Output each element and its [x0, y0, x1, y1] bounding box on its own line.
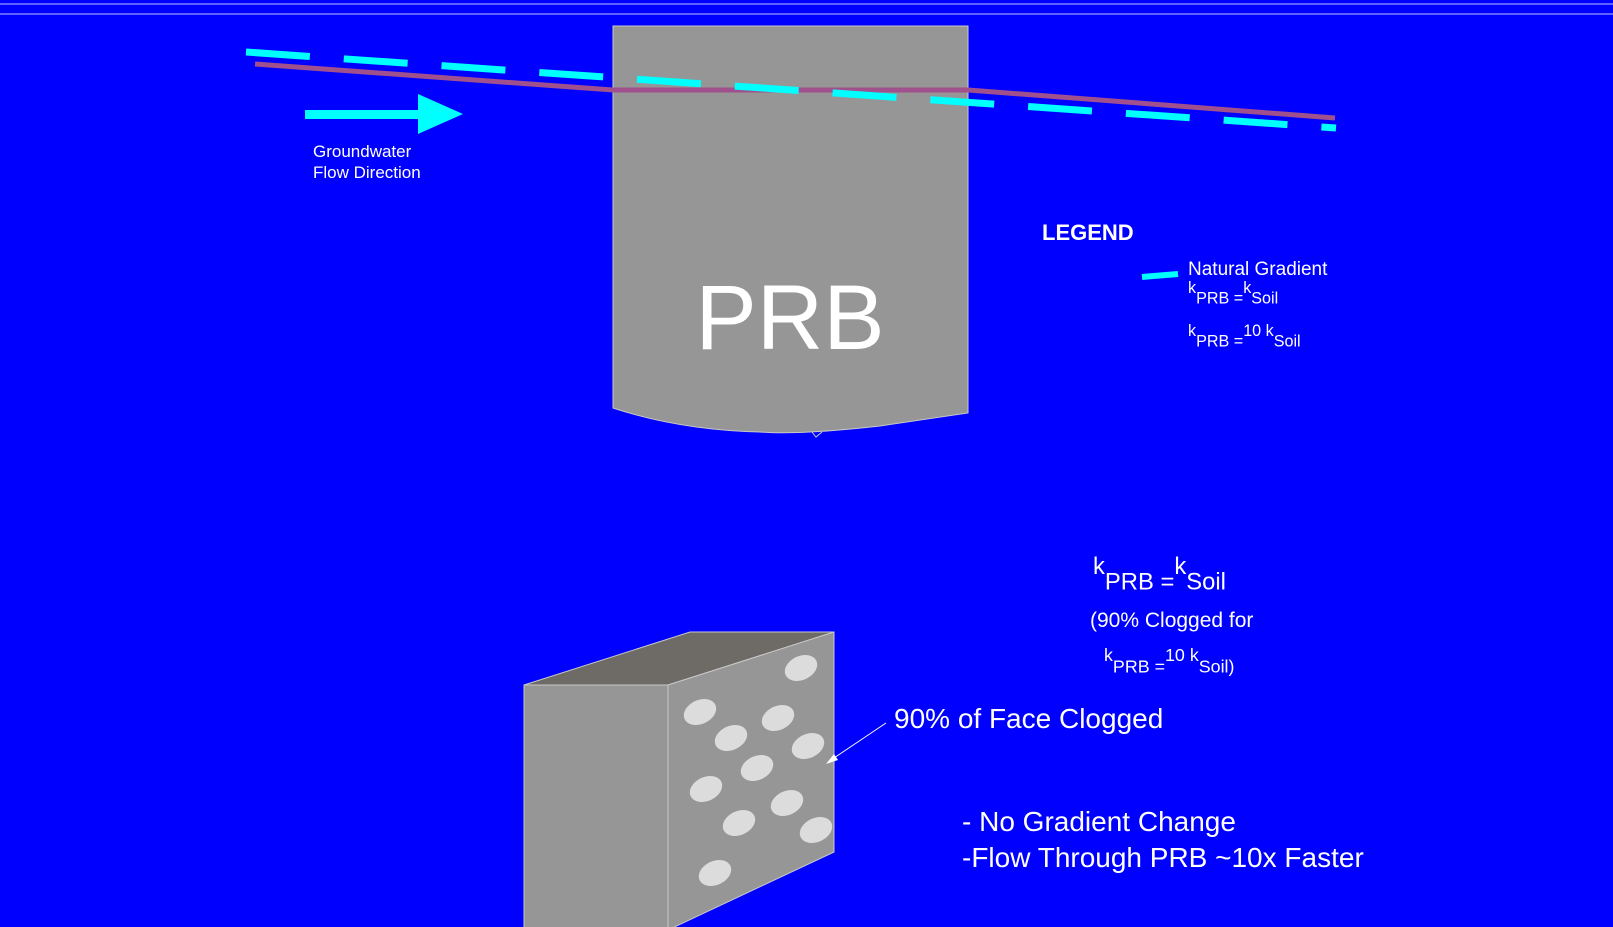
eq-k: k — [1093, 553, 1105, 580]
clog-condition-note: (90% Clogged for kPRB =10 kSoil) — [1090, 604, 1253, 684]
legend-natural-equation: kPRB =kSoil — [1188, 279, 1327, 308]
pore — [784, 654, 818, 682]
eq-sub: Soil — [1251, 289, 1279, 308]
eq-sub: Soil) — [1198, 656, 1235, 677]
eq-sub: PRB = — [1112, 656, 1165, 677]
conclusion-bullets: - No Gradient Change -Flow Through PRB ~… — [962, 804, 1364, 876]
bullet-item: -Flow Through PRB ~10x Faster — [962, 842, 1364, 873]
clog-condition-equation: kPRB =kSoil — [1093, 553, 1226, 596]
prb-label: PRB — [695, 267, 885, 369]
eq-k: k — [1188, 279, 1197, 297]
clogged-block — [523, 631, 835, 927]
pore — [689, 775, 723, 803]
clog-note-line1: (90% Clogged for — [1090, 609, 1254, 632]
bullet-item: - No Gradient Change — [962, 806, 1236, 837]
legend-prb-gradient: kPRB =10 kSoil — [1188, 322, 1301, 351]
eq-k: k — [1243, 279, 1252, 297]
pore — [761, 704, 795, 732]
eq-sub: PRB = — [1104, 568, 1175, 596]
eq-k: k — [1188, 322, 1197, 340]
clog-note-equation: kPRB =10 kSoil) — [1090, 638, 1253, 684]
face-pointer-line — [827, 722, 887, 763]
pore — [799, 816, 833, 844]
natural-gradient-line — [245, 48, 1337, 132]
pore — [683, 698, 717, 726]
eq-sub: PRB = — [1196, 289, 1244, 308]
pore — [740, 754, 774, 782]
eq-sub: Soil — [1273, 332, 1301, 351]
legend-natural-label: Natural Gradient — [1188, 259, 1328, 280]
eq-k: k — [1174, 553, 1187, 580]
groundwater-flow-label: Groundwater Flow Direction — [313, 141, 421, 183]
pore — [791, 732, 825, 760]
clogged-pores — [683, 654, 833, 887]
legend-natural-gradient: Natural Gradient kPRB =kSoil — [1188, 260, 1327, 308]
eq-k: k — [1104, 645, 1113, 665]
groundwater-label-line2: Flow Direction — [313, 163, 421, 182]
face-pointer-arrowhead — [826, 754, 838, 764]
right-arrow-icon — [305, 94, 463, 134]
prb-wall — [612, 25, 969, 434]
face-clogged-label: 90% of Face Clogged — [894, 703, 1164, 734]
pore — [770, 789, 804, 817]
eq-k: k — [1184, 645, 1199, 665]
eq-sup: 10 — [1165, 645, 1185, 665]
groundwater-label-line1: Groundwater — [313, 142, 412, 161]
legend-natural-swatch — [1141, 271, 1179, 280]
prb-wall-tip — [811, 431, 823, 438]
eq-sub: Soil — [1186, 568, 1226, 596]
eq-k: k — [1261, 322, 1274, 340]
eq-sub: PRB = — [1196, 332, 1244, 351]
pore — [722, 809, 756, 837]
pore — [698, 859, 732, 887]
legend-title: LEGEND — [1042, 220, 1134, 245]
block-front-face — [523, 684, 669, 927]
pore — [714, 724, 748, 752]
eq-sup: 10 — [1243, 322, 1262, 340]
